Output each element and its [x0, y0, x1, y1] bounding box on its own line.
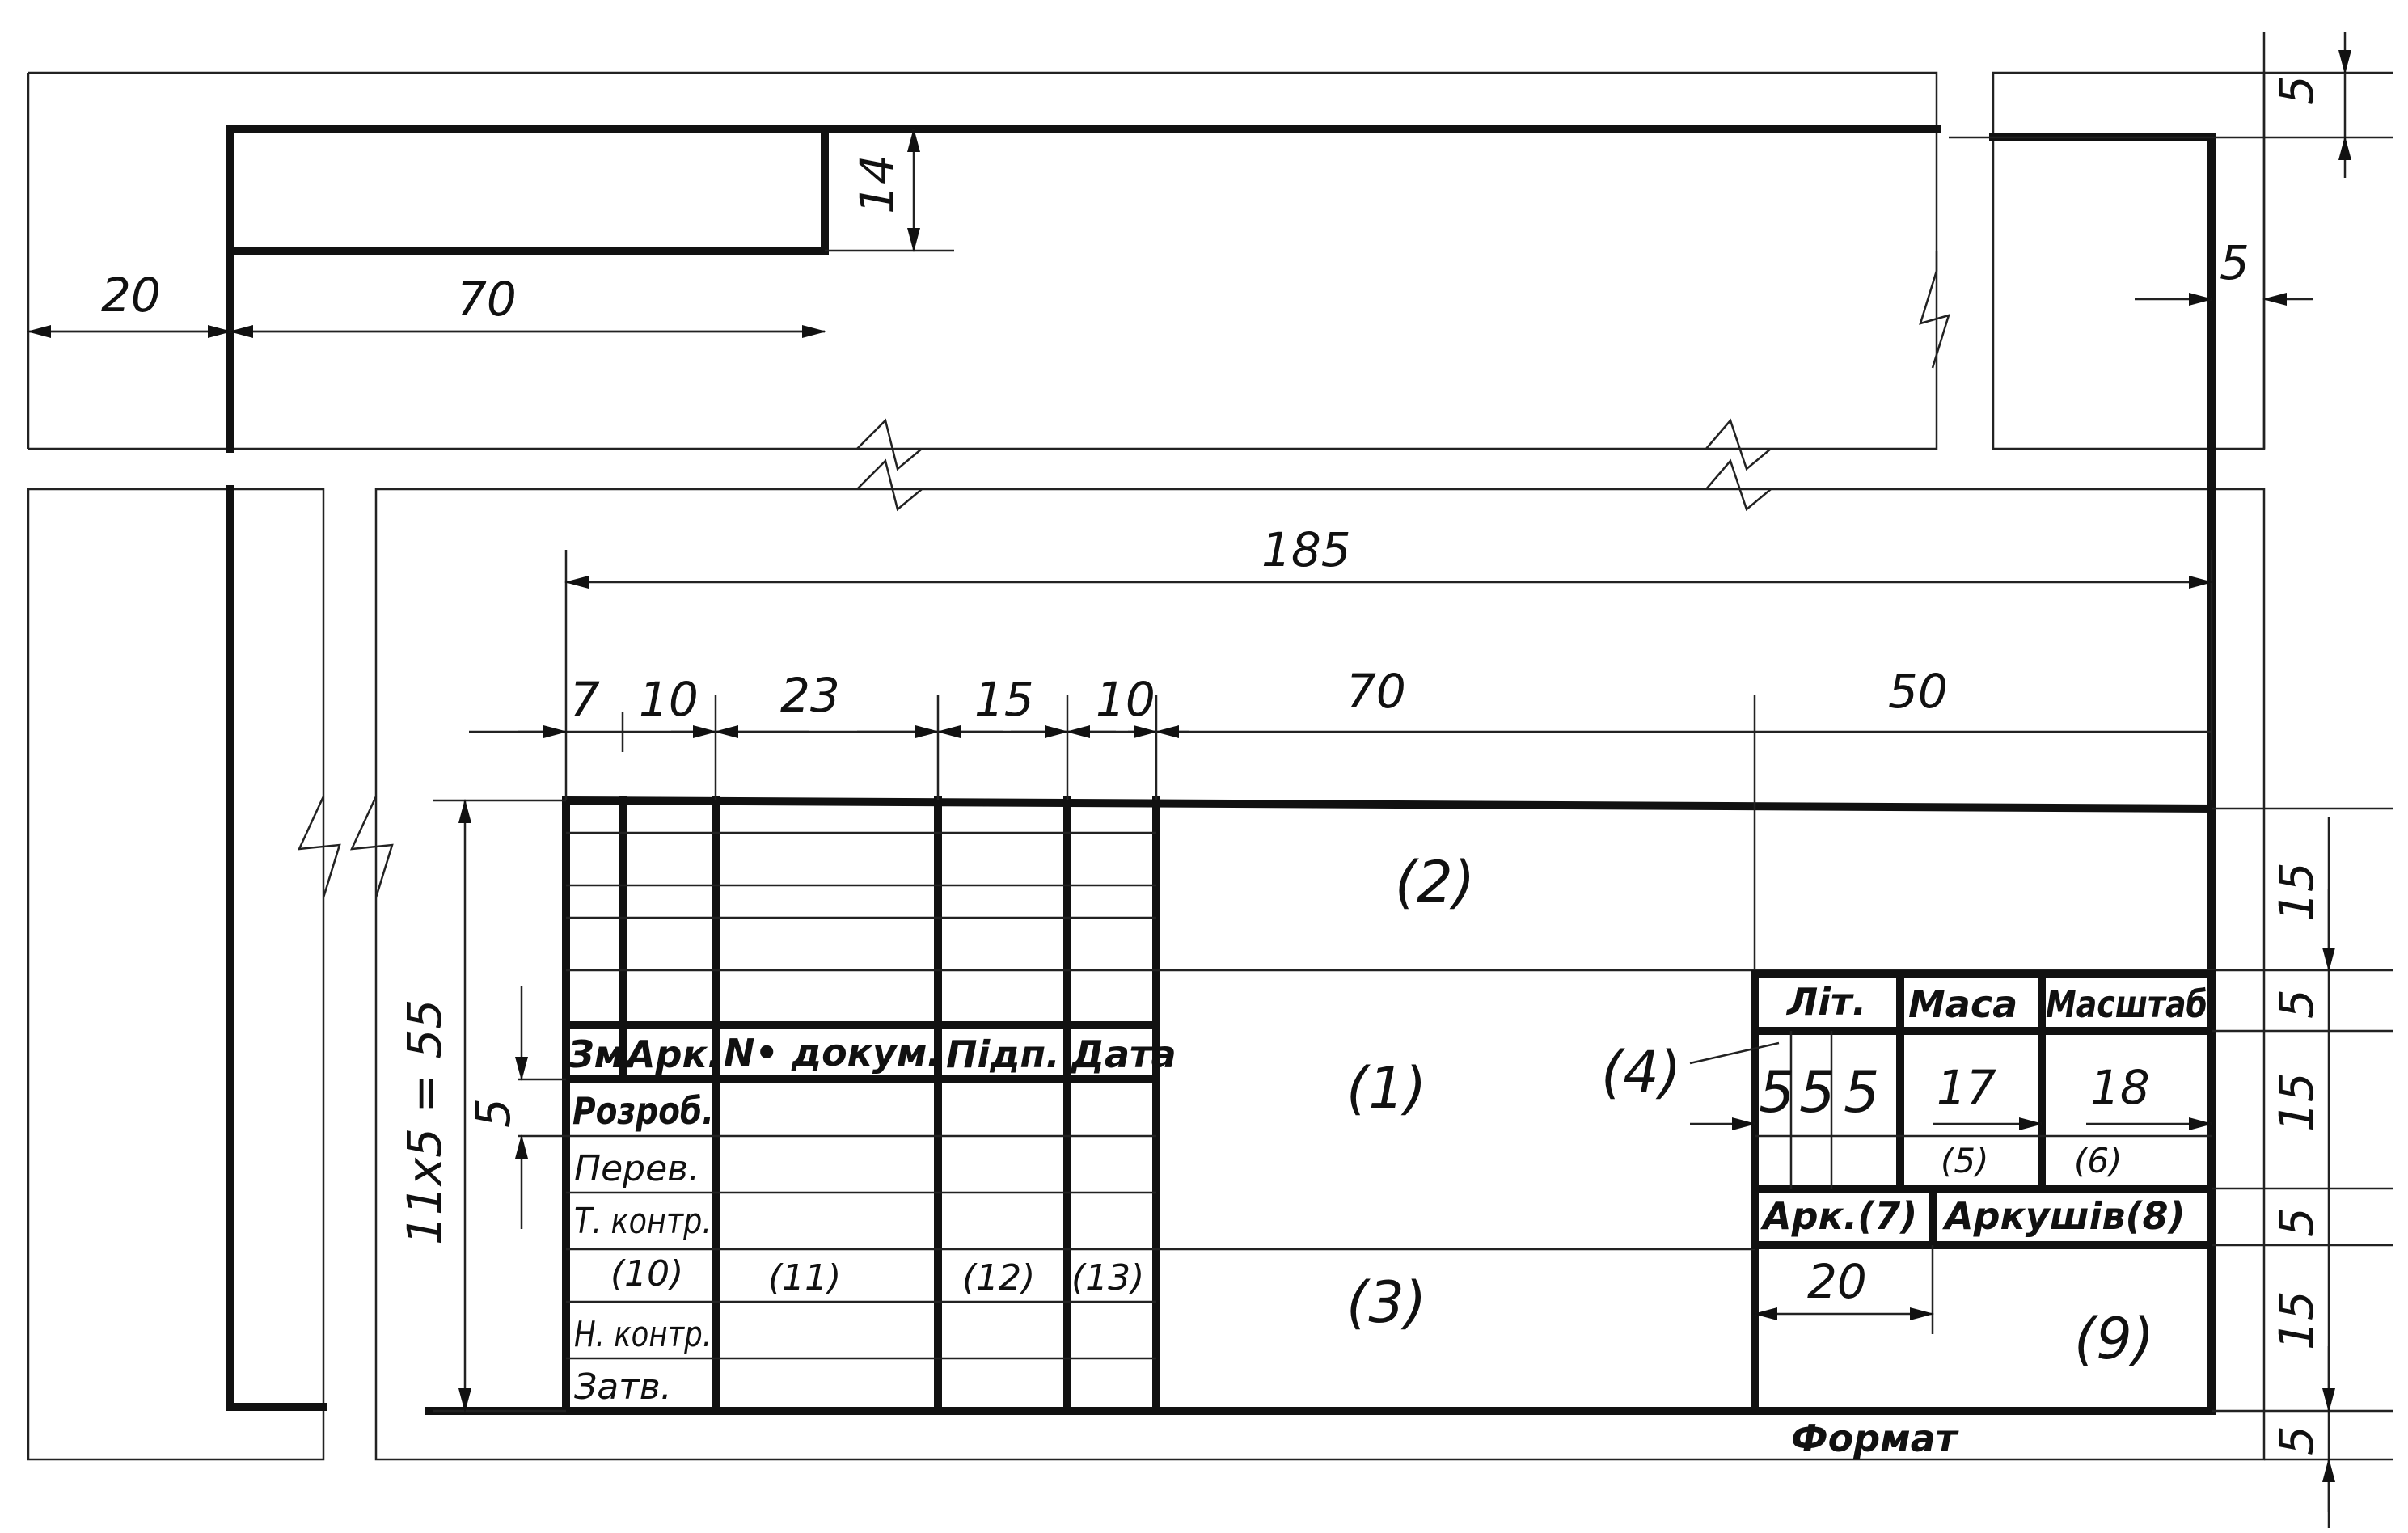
dim-right-5: 5 — [2220, 235, 2250, 290]
dim-left-20: 20 — [101, 268, 161, 323]
row-labels: Розроб. Перев. Т. контр. Н. контр. Затв. — [572, 1089, 714, 1408]
dimension-labels: 5 5 20 70 14 185 7 10 23 15 10 70 50 11x… — [101, 75, 2324, 1455]
row-perev: Перев. — [574, 1148, 699, 1189]
header-ark: Арк. — [624, 1033, 721, 1076]
zone-9-label: (9) — [2074, 1306, 2154, 1372]
header-masa: Маса — [1908, 982, 2017, 1026]
dim-right-15c: 15 — [2269, 1290, 2324, 1350]
zone-11-label: (11) — [768, 1257, 841, 1299]
row-n-kontr: Н. контр. — [574, 1314, 712, 1355]
dim-col-10b: 10 — [1096, 672, 1155, 727]
dim-stamp-70: 70 — [457, 272, 517, 327]
dim-bottom-5: 5 — [2269, 1425, 2324, 1455]
header-lit: Літ. — [1785, 980, 1866, 1024]
header-zm: Зм. — [567, 1033, 639, 1076]
lit-cell-2: 5 — [1799, 1059, 1836, 1125]
zone-4-label: (4) — [1601, 1039, 1681, 1105]
dim-left-55: 11x5 = 55 — [397, 999, 452, 1245]
dim-col-7: 7 — [570, 672, 600, 727]
row-zatv: Затв. — [574, 1366, 672, 1408]
dimension-lines — [27, 32, 2393, 1528]
table-headers: Зм. Арк. N• докум. Підп. Дата Літ. Маса … — [567, 980, 2207, 1076]
dim-right-5a: 5 — [2269, 989, 2324, 1019]
dim-row-5: 5 — [466, 1098, 521, 1128]
header-data: Дата — [1070, 1033, 1177, 1076]
dim-col-23: 23 — [780, 668, 840, 723]
header-pidp: Підп. — [946, 1033, 1060, 1076]
dim-right-15b: 15 — [2269, 1072, 2324, 1132]
masa-value: 17 — [1937, 1060, 1996, 1115]
zone-1-label: (1) — [1346, 1055, 1426, 1121]
zone-labels: (1) (2) (3) (4) (5) (6) Арк.(7) Аркушів(… — [610, 849, 2186, 1372]
dim-col-70: 70 — [1346, 664, 1406, 719]
dim-185: 185 — [1261, 522, 1351, 577]
right-block-values: 5 5 5 17 18 Формат — [1759, 1059, 2150, 1460]
header-mashtab: Масштаб — [2046, 982, 2207, 1026]
sheet-outline — [27, 71, 2266, 1461]
title-block — [561, 695, 2393, 1415]
zone-5-label: (5) — [1941, 1141, 1989, 1180]
dim-col-50: 50 — [1888, 664, 1948, 719]
zone-10-label: (10) — [610, 1253, 683, 1294]
dim-stamp-14: 14 — [850, 154, 905, 214]
row-t-kontr: Т. контр. — [574, 1201, 712, 1242]
dim-right-5b: 5 — [2269, 1207, 2324, 1237]
dim-arkush-20: 20 — [1807, 1254, 1867, 1309]
header-n-doc: N• докум. — [724, 1031, 941, 1075]
zone-3-label: (3) — [1346, 1269, 1426, 1336]
zone-12-label: (12) — [962, 1257, 1035, 1299]
zone-2-label: (2) — [1395, 849, 1475, 915]
row-rozrob: Розроб. — [572, 1089, 714, 1133]
lit-cell-3: 5 — [1844, 1059, 1880, 1125]
zone-8-label: Аркушів(8) — [1942, 1194, 2186, 1238]
mashtab-value: 18 — [2090, 1060, 2150, 1115]
zone-7-label: Арк.(7) — [1760, 1194, 1917, 1238]
dim-right-15a: 15 — [2269, 862, 2324, 922]
dim-col-10a: 10 — [639, 672, 699, 727]
format-label: Формат — [1791, 1417, 1959, 1460]
dim-top-5: 5 — [2269, 75, 2324, 105]
lit-cell-1: 5 — [1759, 1059, 1795, 1125]
zone-6-label: (6) — [2074, 1141, 2123, 1180]
dim-col-15: 15 — [974, 672, 1034, 727]
zone-13-label: (13) — [1071, 1257, 1144, 1299]
